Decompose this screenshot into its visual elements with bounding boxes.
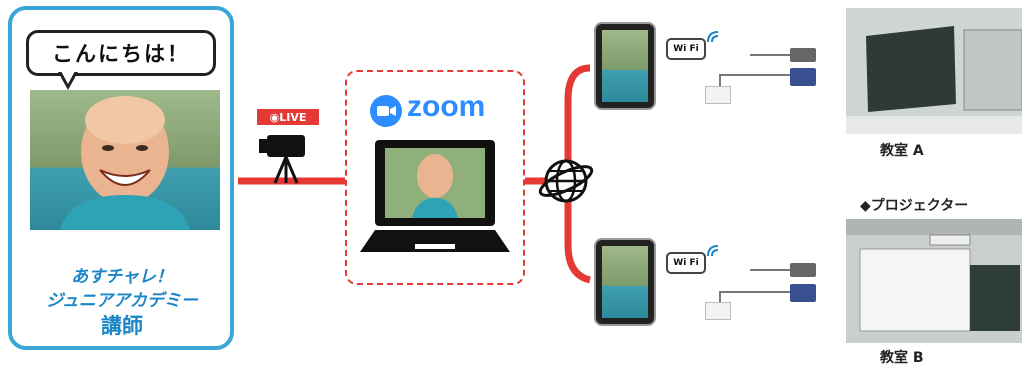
camera-icon: [257, 127, 319, 189]
lecturer-photo: [30, 90, 220, 230]
wifi-signal-icon-a: [706, 28, 722, 48]
lecturer-title-line1: あすチャレ！: [71, 267, 173, 287]
room-a-photo: [846, 8, 1022, 134]
tablet-a: [594, 22, 656, 110]
wifi-badge-a: Wi Fi: [666, 38, 706, 60]
laptop-icon: [360, 140, 510, 264]
room-b-photo: [846, 219, 1022, 343]
speech-bubble-tail-inner: [61, 71, 75, 84]
adapter-b: [705, 302, 731, 320]
person-illustration: [60, 96, 190, 230]
vga-connector-b: [790, 284, 816, 302]
speech-text: こんにちは！: [52, 42, 190, 66]
projector-label: ◆プロジェクター: [860, 198, 969, 214]
lecturer-title-line3: 講師: [101, 314, 143, 338]
globe-icon: [537, 155, 595, 211]
vga-connector-a: [790, 68, 816, 86]
lecturer-title-line2: ジュニアアカデミー: [46, 291, 198, 311]
tablet-b: [594, 238, 656, 326]
room-b-label: 教室 B: [880, 350, 924, 366]
room-a-label: 教室 A: [880, 143, 924, 159]
wifi-signal-icon-b: [706, 242, 722, 262]
wifi-badge-b: Wi Fi: [666, 252, 706, 274]
zoom-box: [345, 70, 525, 285]
speech-bubble: こんにちは！: [26, 30, 216, 76]
hdmi-connector-b: [790, 263, 816, 277]
live-badge: ◉LIVE: [257, 109, 319, 125]
adapter-a: [705, 86, 731, 104]
hdmi-connector-a: [790, 48, 816, 62]
zoom-label: zoom: [407, 90, 486, 123]
zoom-logo-icon: [370, 95, 402, 131]
